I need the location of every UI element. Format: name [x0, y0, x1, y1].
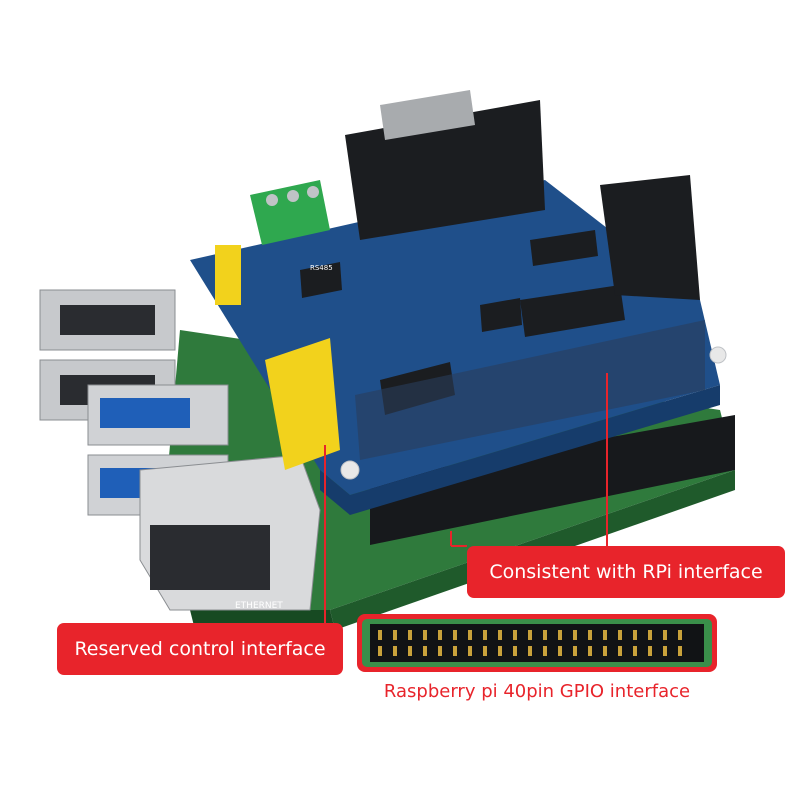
gpio-inset: [357, 614, 717, 672]
jack-label: ETHERNET: [235, 601, 283, 611]
rs232-label: RS232: [566, 185, 595, 195]
gpio-pin-row: [378, 630, 682, 656]
rs485-hat-board: RS232 RS485: [190, 90, 727, 515]
ethernet-jack: ETHERNET: [139, 454, 321, 611]
gpio-caption: Raspberry pi 40pin GPIO interface: [383, 681, 691, 702]
annotation-lines: [324, 373, 608, 623]
gpio-stack-header: [370, 415, 735, 545]
rpi-interface-callout: Consistent with RPi interface: [467, 546, 785, 598]
rs485-label: RS485: [310, 264, 333, 272]
control-interface-callout: Reserved control interface: [57, 623, 343, 675]
